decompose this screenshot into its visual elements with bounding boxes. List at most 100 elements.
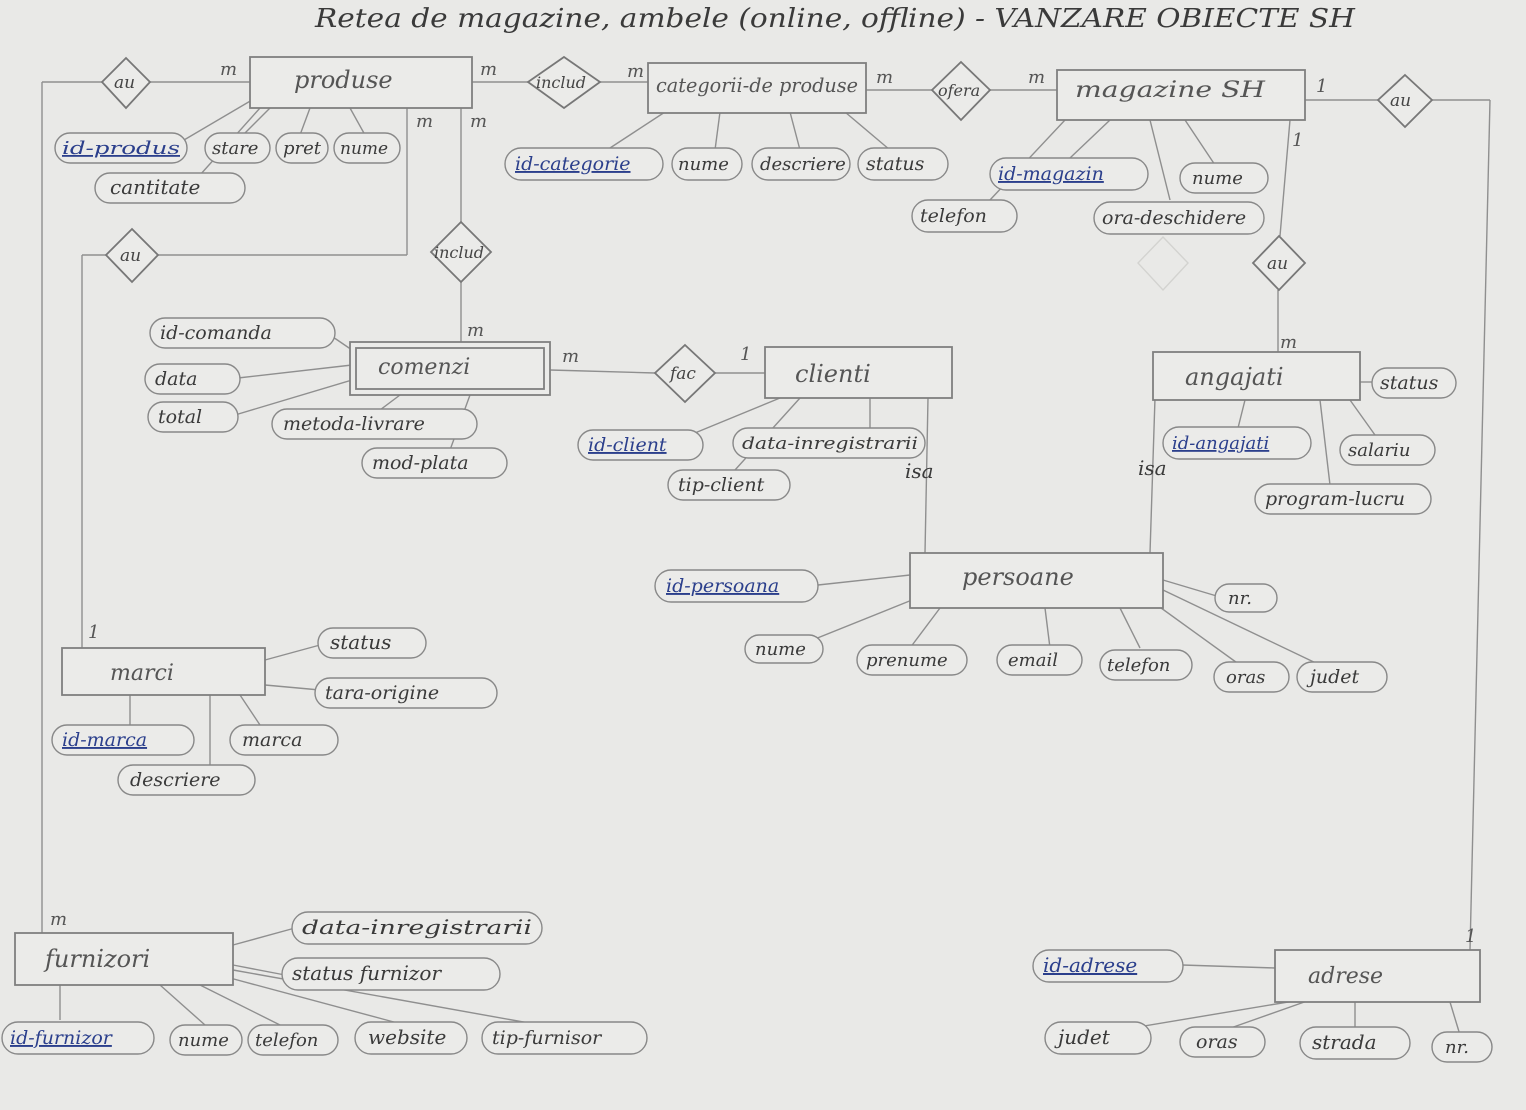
attr-categorii-nume: nume: [671, 147, 743, 181]
attr-produse-cantitate: cantitate: [94, 172, 246, 204]
svg-text:nume: nume: [178, 1030, 229, 1051]
relationship-fac: fac: [653, 343, 717, 404]
svg-text:marca: marca: [242, 729, 302, 751]
svg-text:prenume: prenume: [866, 650, 948, 671]
entity-furnizori-label: furnizori: [43, 945, 150, 973]
svg-text:data-inregistrarii: data-inregistrarii: [742, 434, 918, 454]
attr-comenzi-metoda: metoda-livrare: [271, 408, 478, 440]
svg-text:nume: nume: [678, 154, 729, 175]
entity-comenzi: comenzi: [349, 341, 551, 396]
entity-comenzi-label: comenzi: [378, 355, 470, 380]
attr-angajati-status: status: [1371, 367, 1457, 399]
attr-persoane-telefon: telefon: [1099, 649, 1193, 681]
attr-adrese-nr: nr.: [1431, 1031, 1493, 1063]
attr-produse-id: id-produs: [54, 132, 188, 164]
svg-text:telefon: telefon: [920, 205, 987, 227]
svg-text:m: m: [562, 346, 579, 367]
svg-text:salariu: salariu: [1348, 440, 1410, 461]
svg-text:status: status: [1380, 372, 1439, 394]
attr-persoane-judet: judet: [1296, 661, 1388, 693]
svg-text:tip-client: tip-client: [678, 474, 765, 496]
svg-text:total: total: [158, 406, 202, 428]
attr-persoane-email: email: [996, 644, 1083, 676]
svg-text:m: m: [876, 67, 893, 88]
svg-text:ora-deschidere: ora-deschidere: [1102, 207, 1246, 229]
svg-text:nr.: nr.: [1445, 1037, 1469, 1058]
svg-text:descriere: descriere: [130, 769, 221, 791]
svg-text:oras: oras: [1226, 667, 1265, 688]
entity-clienti: clienti: [764, 346, 953, 399]
attr-furnizori-status: status furnizor: [281, 957, 501, 991]
svg-text:metoda-livrare: metoda-livrare: [283, 413, 425, 435]
svg-text:email: email: [1008, 650, 1058, 671]
svg-text:descriere: descriere: [760, 154, 846, 175]
svg-text:status: status: [866, 153, 925, 175]
attr-produse-pret: pret: [275, 132, 329, 164]
svg-text:1: 1: [1316, 76, 1327, 97]
attr-angajati-salariu: salariu: [1339, 434, 1436, 466]
attr-adrese-oras: oras: [1179, 1026, 1266, 1058]
attr-persoane-nr: nr.: [1214, 583, 1278, 613]
relationship-au-produse-marci: au: [104, 227, 160, 284]
attr-comenzi-total: total: [147, 401, 239, 433]
svg-text:id-categorie: id-categorie: [515, 153, 631, 175]
erased-diamond-sketch: [1137, 235, 1189, 292]
attr-produse-stare: stare: [204, 132, 271, 164]
attr-marci-descriere: descriere: [117, 764, 256, 796]
relationship-lines: [41, 81, 1491, 951]
svg-text:cantitate: cantitate: [110, 175, 200, 199]
svg-text:tara-origine: tara-origine: [325, 682, 439, 704]
attr-comenzi-mod: mod-plata: [361, 447, 508, 479]
attr-adrese-judet: judet: [1044, 1021, 1152, 1055]
svg-text:program-lucru: program-lucru: [1265, 488, 1405, 510]
attr-clienti-id: id-client: [577, 429, 704, 461]
svg-text:id-adrese: id-adrese: [1043, 953, 1137, 977]
svg-text:data: data: [155, 368, 197, 390]
entity-produse: produse: [249, 56, 473, 109]
svg-text:m: m: [50, 909, 67, 930]
entity-persoane: persoane: [909, 552, 1164, 609]
svg-text:id-marca: id-marca: [62, 729, 147, 751]
relationship-label: au: [114, 73, 135, 93]
entity-persoane-label: persoane: [962, 563, 1074, 591]
attr-persoane-id: id-persoana: [654, 569, 819, 603]
svg-text:website: website: [368, 1025, 446, 1049]
entity-angajati-label: angajati: [1185, 363, 1284, 391]
svg-text:m: m: [220, 59, 237, 80]
attr-categorii-descriere: descriere: [751, 147, 851, 181]
svg-text:stare: stare: [212, 138, 258, 159]
svg-text:telefon: telefon: [255, 1030, 318, 1051]
svg-text:m: m: [1280, 332, 1297, 353]
isa-label-clienti: isa: [905, 459, 934, 483]
relationship-label: au: [1390, 91, 1411, 111]
attribute-lines: [59, 99, 1461, 1036]
attr-marci-id: id-marca: [51, 724, 195, 756]
entity-marci: marci: [61, 647, 266, 696]
relationship-label: includ: [434, 243, 484, 262]
attr-furnizori-id: id-furnizor: [1, 1021, 155, 1055]
attr-magazine-id: id-magazin: [989, 157, 1149, 191]
svg-text:status: status: [330, 630, 391, 654]
attr-clienti-tip: tip-client: [667, 469, 791, 501]
relationship-label: fac: [668, 364, 696, 384]
svg-text:id-magazin: id-magazin: [998, 163, 1104, 185]
attr-comenzi-id: id-comanda: [149, 317, 336, 349]
svg-text:strada: strada: [1312, 1030, 1377, 1054]
attr-categorii-id: id-categorie: [504, 147, 664, 181]
relationship-includ-produse-categorii: includ: [526, 55, 602, 110]
attr-persoane-oras: oras: [1213, 661, 1290, 693]
entity-categorii-label: categorii-de produse: [656, 73, 858, 97]
svg-text:id-comanda: id-comanda: [160, 322, 272, 344]
entity-categorii: categorii-de produse: [647, 62, 867, 114]
entity-magazine: magazine SH: [1056, 69, 1306, 121]
entity-clienti-label: clienti: [795, 360, 871, 388]
attr-furnizori-data: data-inregistrarii: [291, 911, 543, 945]
relationship-ofera: ofera: [930, 60, 992, 122]
attr-marci-marca: marca: [229, 724, 339, 756]
entity-adrese: adrese: [1274, 949, 1481, 1003]
svg-text:m: m: [480, 59, 497, 80]
attr-comenzi-data: data: [144, 363, 241, 395]
svg-text:nume: nume: [755, 639, 806, 660]
svg-text:1: 1: [1465, 926, 1476, 947]
